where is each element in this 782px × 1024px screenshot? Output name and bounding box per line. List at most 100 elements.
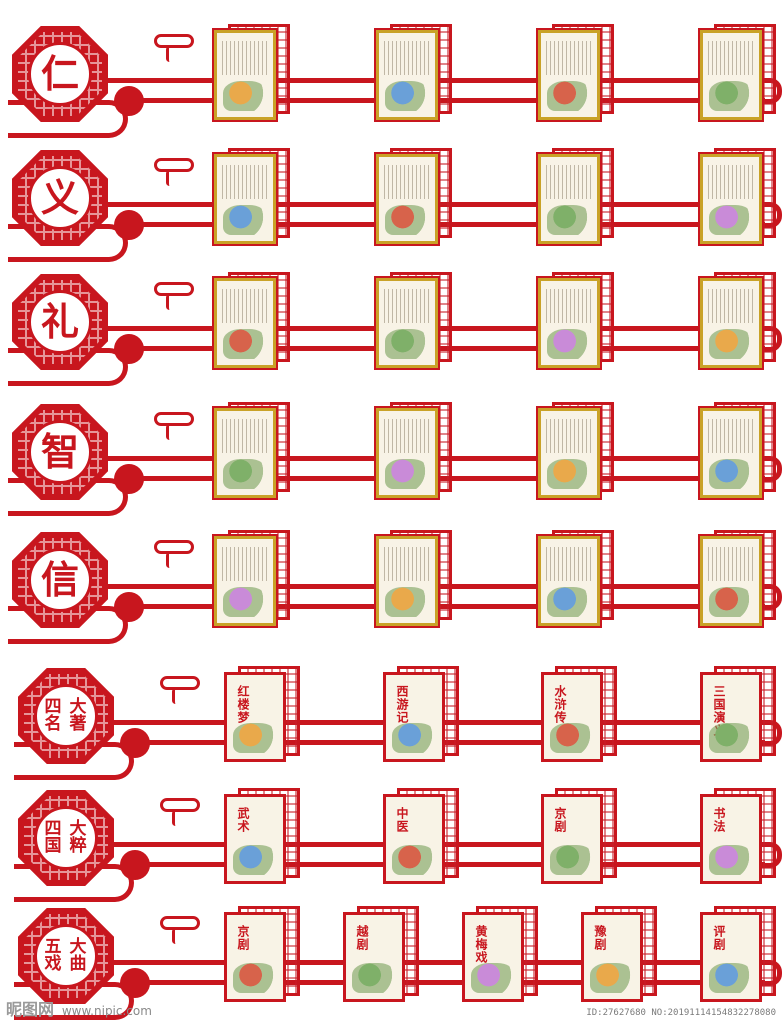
image-id-text: ID:27627680 NO:20191114154832278080: [586, 1008, 776, 1018]
panel-text-lines: [546, 289, 592, 323]
panel-title: 豫剧: [593, 925, 607, 951]
rail-lower: [128, 980, 765, 985]
info-panel: [698, 534, 764, 628]
info-panel: [698, 28, 764, 122]
panel-illustration: [385, 81, 429, 111]
watermark-site: www.nipic.com: [61, 1004, 152, 1018]
section-row: 四 大国 粹武术中医京剧书法: [0, 782, 782, 902]
watermark: 昵图网 www.nipic.com: [6, 996, 152, 1020]
panel-illustration: [547, 81, 591, 111]
info-panel: [212, 276, 278, 370]
section-row: 礼: [0, 270, 782, 388]
emblem-text-line: 国 粹: [44, 836, 88, 856]
panel-text-lines: [222, 41, 268, 75]
emblem-disc: 礼: [28, 290, 92, 354]
section-row: 仁: [0, 22, 782, 140]
panel-illustration: [233, 845, 277, 875]
octagon-emblem: 仁: [12, 26, 108, 122]
panel-title: 红楼梦: [236, 685, 250, 724]
info-panel: 红楼梦: [224, 672, 286, 762]
ornament-ball: [114, 86, 144, 116]
emblem-disc: 五 大戏 曲: [34, 924, 98, 988]
panel-illustration: [471, 963, 515, 993]
info-panel: [212, 28, 278, 122]
panel-title: 京剧: [553, 807, 567, 833]
emblem-disc: 义: [28, 166, 92, 230]
ornament-ball: [114, 592, 144, 622]
ornament-ball: [114, 210, 144, 240]
octagon-emblem: 智: [12, 404, 108, 500]
info-panel: [536, 276, 602, 370]
info-panel: [698, 276, 764, 370]
emblem-disc: 四 大名 著: [34, 684, 98, 748]
panel-title: 中医: [395, 807, 409, 833]
panel-illustration: [385, 329, 429, 359]
panel-illustration: [385, 587, 429, 617]
info-panel: 豫剧: [581, 912, 643, 1002]
panel-text-lines: [222, 165, 268, 199]
info-panel: [698, 152, 764, 246]
emblem-character: 信: [40, 557, 79, 602]
cloud-icon: [154, 282, 194, 310]
octagon-emblem: 四 大名 著: [18, 668, 114, 764]
panel-illustration: [709, 587, 753, 617]
panel-text-lines: [222, 419, 268, 453]
ornament-ball: [120, 850, 150, 880]
section-row: 信: [0, 528, 782, 646]
panel-text-lines: [384, 165, 430, 199]
info-panel: [374, 406, 440, 500]
panel-title: 黄梅戏: [474, 925, 488, 964]
panel-illustration: [709, 723, 753, 753]
panel-illustration: [352, 963, 396, 993]
info-panel: [212, 534, 278, 628]
panel-text-lines: [384, 419, 430, 453]
octagon-emblem: 信: [12, 532, 108, 628]
section-row: 四 大名 著红楼梦西游记水浒传三国演义: [0, 660, 782, 780]
panel-text-lines: [222, 547, 268, 581]
panel-title: 西游记: [395, 685, 409, 724]
panel-illustration: [223, 587, 267, 617]
panel-text-lines: [222, 289, 268, 323]
panel-text-lines: [708, 547, 754, 581]
panel-title: 水浒传: [553, 685, 567, 724]
info-panel: [536, 152, 602, 246]
ornament-ball: [114, 464, 144, 494]
panel-illustration: [709, 329, 753, 359]
info-panel: 西游记: [383, 672, 445, 762]
panel-illustration: [590, 963, 634, 993]
octagon-emblem: 五 大戏 曲: [18, 908, 114, 1004]
panel-illustration: [709, 459, 753, 489]
emblem-text-line: 四 大: [44, 697, 88, 717]
info-panel: [374, 534, 440, 628]
panel-text-lines: [708, 419, 754, 453]
section-row: 义: [0, 146, 782, 264]
panel-illustration: [233, 963, 277, 993]
info-panel: [212, 152, 278, 246]
panel-illustration: [223, 81, 267, 111]
panel-title: 京剧: [236, 925, 250, 951]
info-panel: [536, 534, 602, 628]
info-panel: [212, 406, 278, 500]
emblem-character: 礼: [40, 299, 79, 344]
section-row: 五 大戏 曲 京剧 越剧 黄梅戏 豫剧 评剧: [0, 900, 782, 1020]
panel-illustration: [392, 723, 436, 753]
emblem-character: 仁: [40, 51, 79, 96]
panel-illustration: [547, 329, 591, 359]
cloud-icon: [160, 676, 200, 704]
panel-text-lines: [546, 41, 592, 75]
panel-illustration: [547, 587, 591, 617]
panel-illustration: [392, 845, 436, 875]
panel-title: 书法: [712, 807, 726, 833]
panel-illustration: [223, 205, 267, 235]
panel-illustration: [550, 845, 594, 875]
cloud-icon: [160, 798, 200, 826]
info-panel: 评剧: [700, 912, 762, 1002]
info-panel: 京剧: [224, 912, 286, 1002]
panel-illustration: [709, 81, 753, 111]
panel-text-lines: [384, 547, 430, 581]
ornament-ball: [120, 728, 150, 758]
panel-text-lines: [708, 165, 754, 199]
emblem-text-line: 四 大: [44, 819, 88, 839]
panel-title: 越剧: [355, 925, 369, 951]
emblem-disc: 智: [28, 420, 92, 484]
